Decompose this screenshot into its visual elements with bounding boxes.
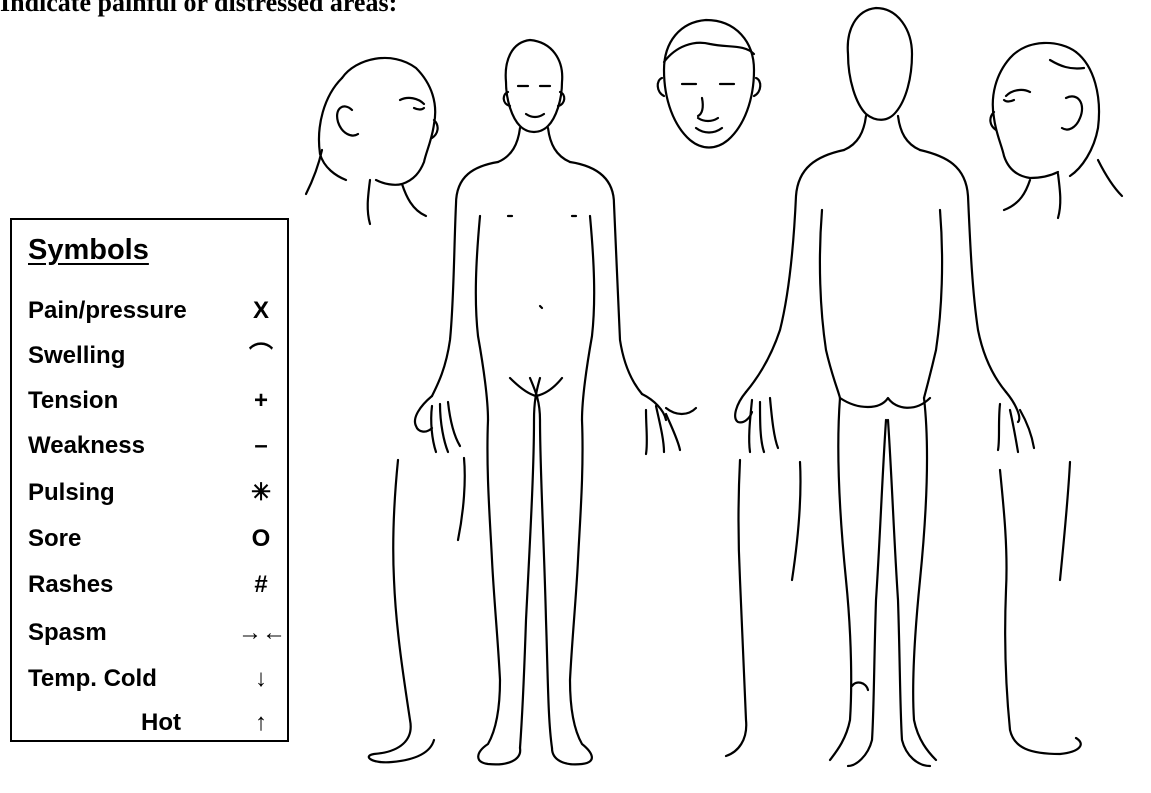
legend-row-spasm: Spasm →← (28, 616, 284, 650)
arc-icon: ⌒ (238, 339, 284, 373)
legend-row-pulsing: Pulsing ✳ (28, 476, 284, 510)
legend-row-weakness: Weakness – (28, 429, 284, 463)
arrows-inward-icon: →← (238, 616, 284, 650)
x-mark-icon: X (238, 294, 284, 328)
minus-icon: – (238, 429, 284, 463)
circle-icon: O (238, 522, 284, 556)
head-profile-right-icon (306, 58, 438, 224)
plus-icon: + (238, 384, 284, 418)
legend-label: Weakness (28, 429, 145, 463)
legend-label: Temp. Cold (28, 662, 157, 696)
legend-label: Tension (28, 384, 118, 418)
legend-row-rashes: Rashes # (28, 568, 284, 602)
legend-row-hot: Hot ↑ (28, 706, 284, 740)
legend-row-pain: Pain/pressure X (28, 294, 284, 328)
legend-row-cold: Temp. Cold ↓ (28, 662, 284, 696)
legend-row-tension: Tension + (28, 384, 284, 418)
hash-icon: # (238, 568, 284, 602)
arrow-down-icon: ↓ (238, 662, 284, 696)
legend-label: Swelling (28, 339, 125, 373)
legend-row-sore: Sore O (28, 522, 284, 556)
legend-title: Symbols (28, 234, 149, 267)
symbols-legend: Symbols Pain/pressure X Swelling ⌒ Tensi… (10, 218, 289, 742)
legend-label: Hot (141, 706, 181, 740)
legend-label: Pulsing (28, 476, 115, 510)
body-front-icon (369, 40, 696, 764)
legend-label: Sore (28, 522, 81, 556)
legend-label: Spasm (28, 616, 107, 650)
legend-label: Rashes (28, 568, 113, 602)
legend-label: Pain/pressure (28, 294, 187, 328)
face-front-icon (658, 20, 761, 148)
body-back-icon (726, 8, 1034, 766)
head-profile-left-icon (990, 43, 1122, 218)
leg-outline-icon (1000, 462, 1081, 754)
arrow-up-icon: ↑ (238, 706, 284, 740)
asterisk-icon: ✳ (238, 476, 284, 510)
legend-row-swelling: Swelling ⌒ (28, 339, 284, 373)
